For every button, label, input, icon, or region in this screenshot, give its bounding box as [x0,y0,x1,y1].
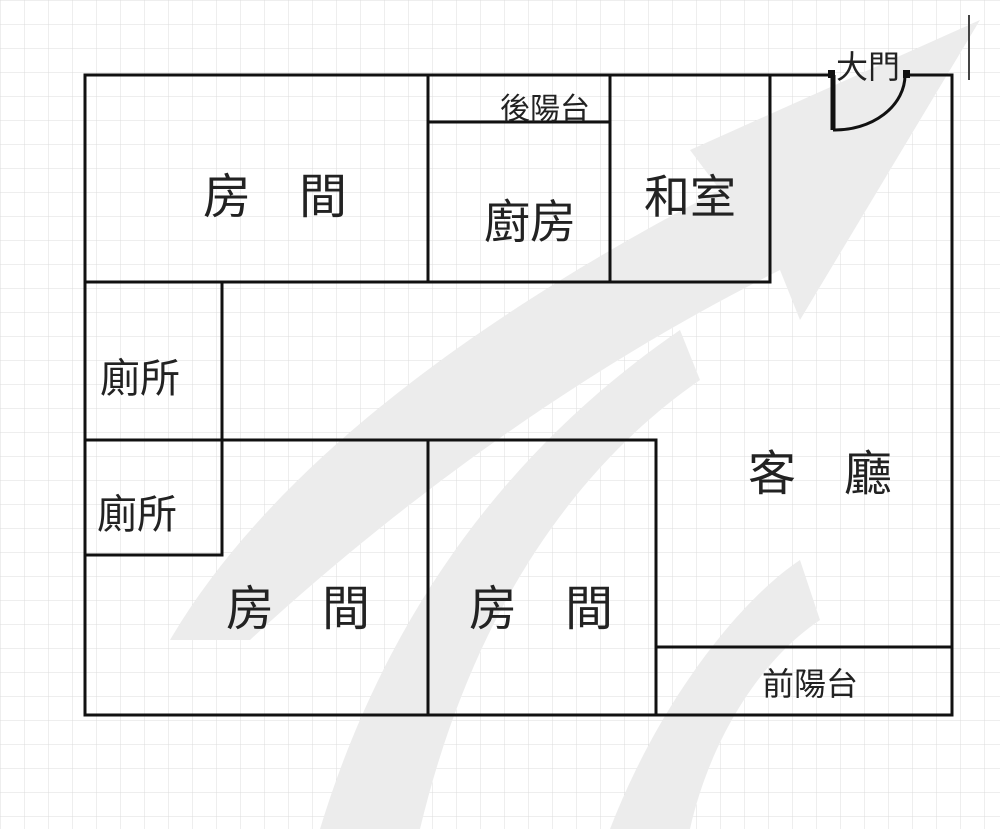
bedroom-bottom-mid-label: 房 間 [469,581,613,637]
back-balcony-label: 後陽台 [500,92,590,127]
toilet-upper-label: 廁所 [100,356,180,402]
kitchen-label: 廚房 [484,195,576,249]
toilet-lower-label: 廁所 [97,492,177,538]
door-swing-icon [828,70,910,132]
front-balcony-room [654,645,954,717]
main-door-label: 大門 [836,48,900,86]
arrow-logo-watermark [170,20,980,829]
japanese-room [608,73,772,284]
bedroom-bottom-mid-room [426,438,658,717]
front-balcony-label: 前陽台 [762,665,858,703]
living-room-label: 客 廳 [748,446,892,502]
bedroom-top-label: 房 間 [203,169,347,225]
bedroom-bottom-left-label: 房 間 [226,581,370,637]
japanese-room-label: 和室 [644,170,736,224]
walls [83,73,954,717]
